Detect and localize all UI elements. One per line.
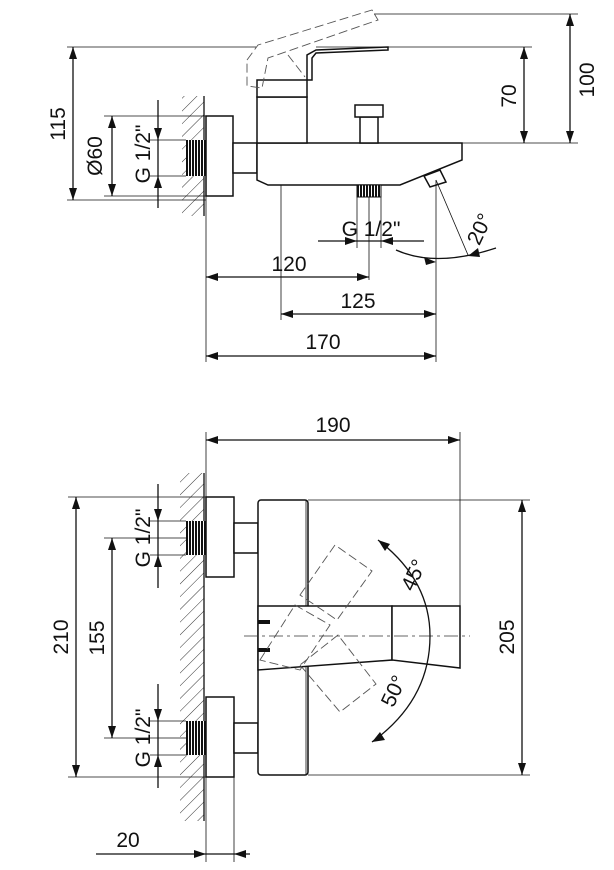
thread-bottom (356, 184, 382, 198)
handle-solid (256, 46, 389, 98)
dim-70: 70 (498, 84, 521, 107)
mixer-column (256, 96, 308, 144)
connector-pipe (232, 142, 258, 174)
lower-thread (186, 721, 206, 755)
spout-tip (391, 605, 461, 669)
handle-ghost-down (299, 634, 377, 713)
dim-115: 115 (47, 107, 70, 140)
dim-100: 100 (576, 62, 599, 97)
dim-120: 120 (271, 253, 306, 276)
dim-125: 125 (340, 290, 375, 313)
upper-flange (205, 496, 235, 578)
upper-connector (233, 522, 259, 554)
thread-left (186, 140, 206, 176)
diverter-cap (354, 104, 384, 118)
dim-angle-20: 20° (463, 210, 497, 249)
dim-170: 170 (305, 331, 340, 354)
dim-210: 210 (50, 619, 73, 654)
spout-outlet (422, 169, 448, 188)
dim-thread-bottom: G 1/2" (342, 218, 401, 241)
dim-diameter: Ø60 (84, 136, 107, 176)
dim-thread-bottom-front: G 1/2" (132, 709, 155, 768)
lower-flange (205, 696, 235, 778)
dim-20: 20 (116, 829, 139, 852)
handle-ghost-up (299, 544, 373, 621)
side-view: 100 70 115 Ø60 G 1/2" G 1/2" (47, 9, 599, 362)
upper-thread (186, 521, 206, 555)
spout-front (257, 605, 393, 671)
dim-205: 205 (496, 619, 519, 654)
dim-155: 155 (86, 620, 109, 655)
dim-thread-left: G 1/2" (132, 125, 155, 184)
dim-thread-top-front: G 1/2" (132, 509, 155, 568)
dim-angle-50: 50° (377, 672, 411, 711)
dim-190: 190 (315, 414, 350, 437)
diverter-knob (359, 116, 379, 144)
lower-connector (233, 722, 259, 754)
mount-flange (205, 115, 234, 197)
front-view: 45° 50° 190 210 155 G 1/2" (50, 414, 530, 862)
